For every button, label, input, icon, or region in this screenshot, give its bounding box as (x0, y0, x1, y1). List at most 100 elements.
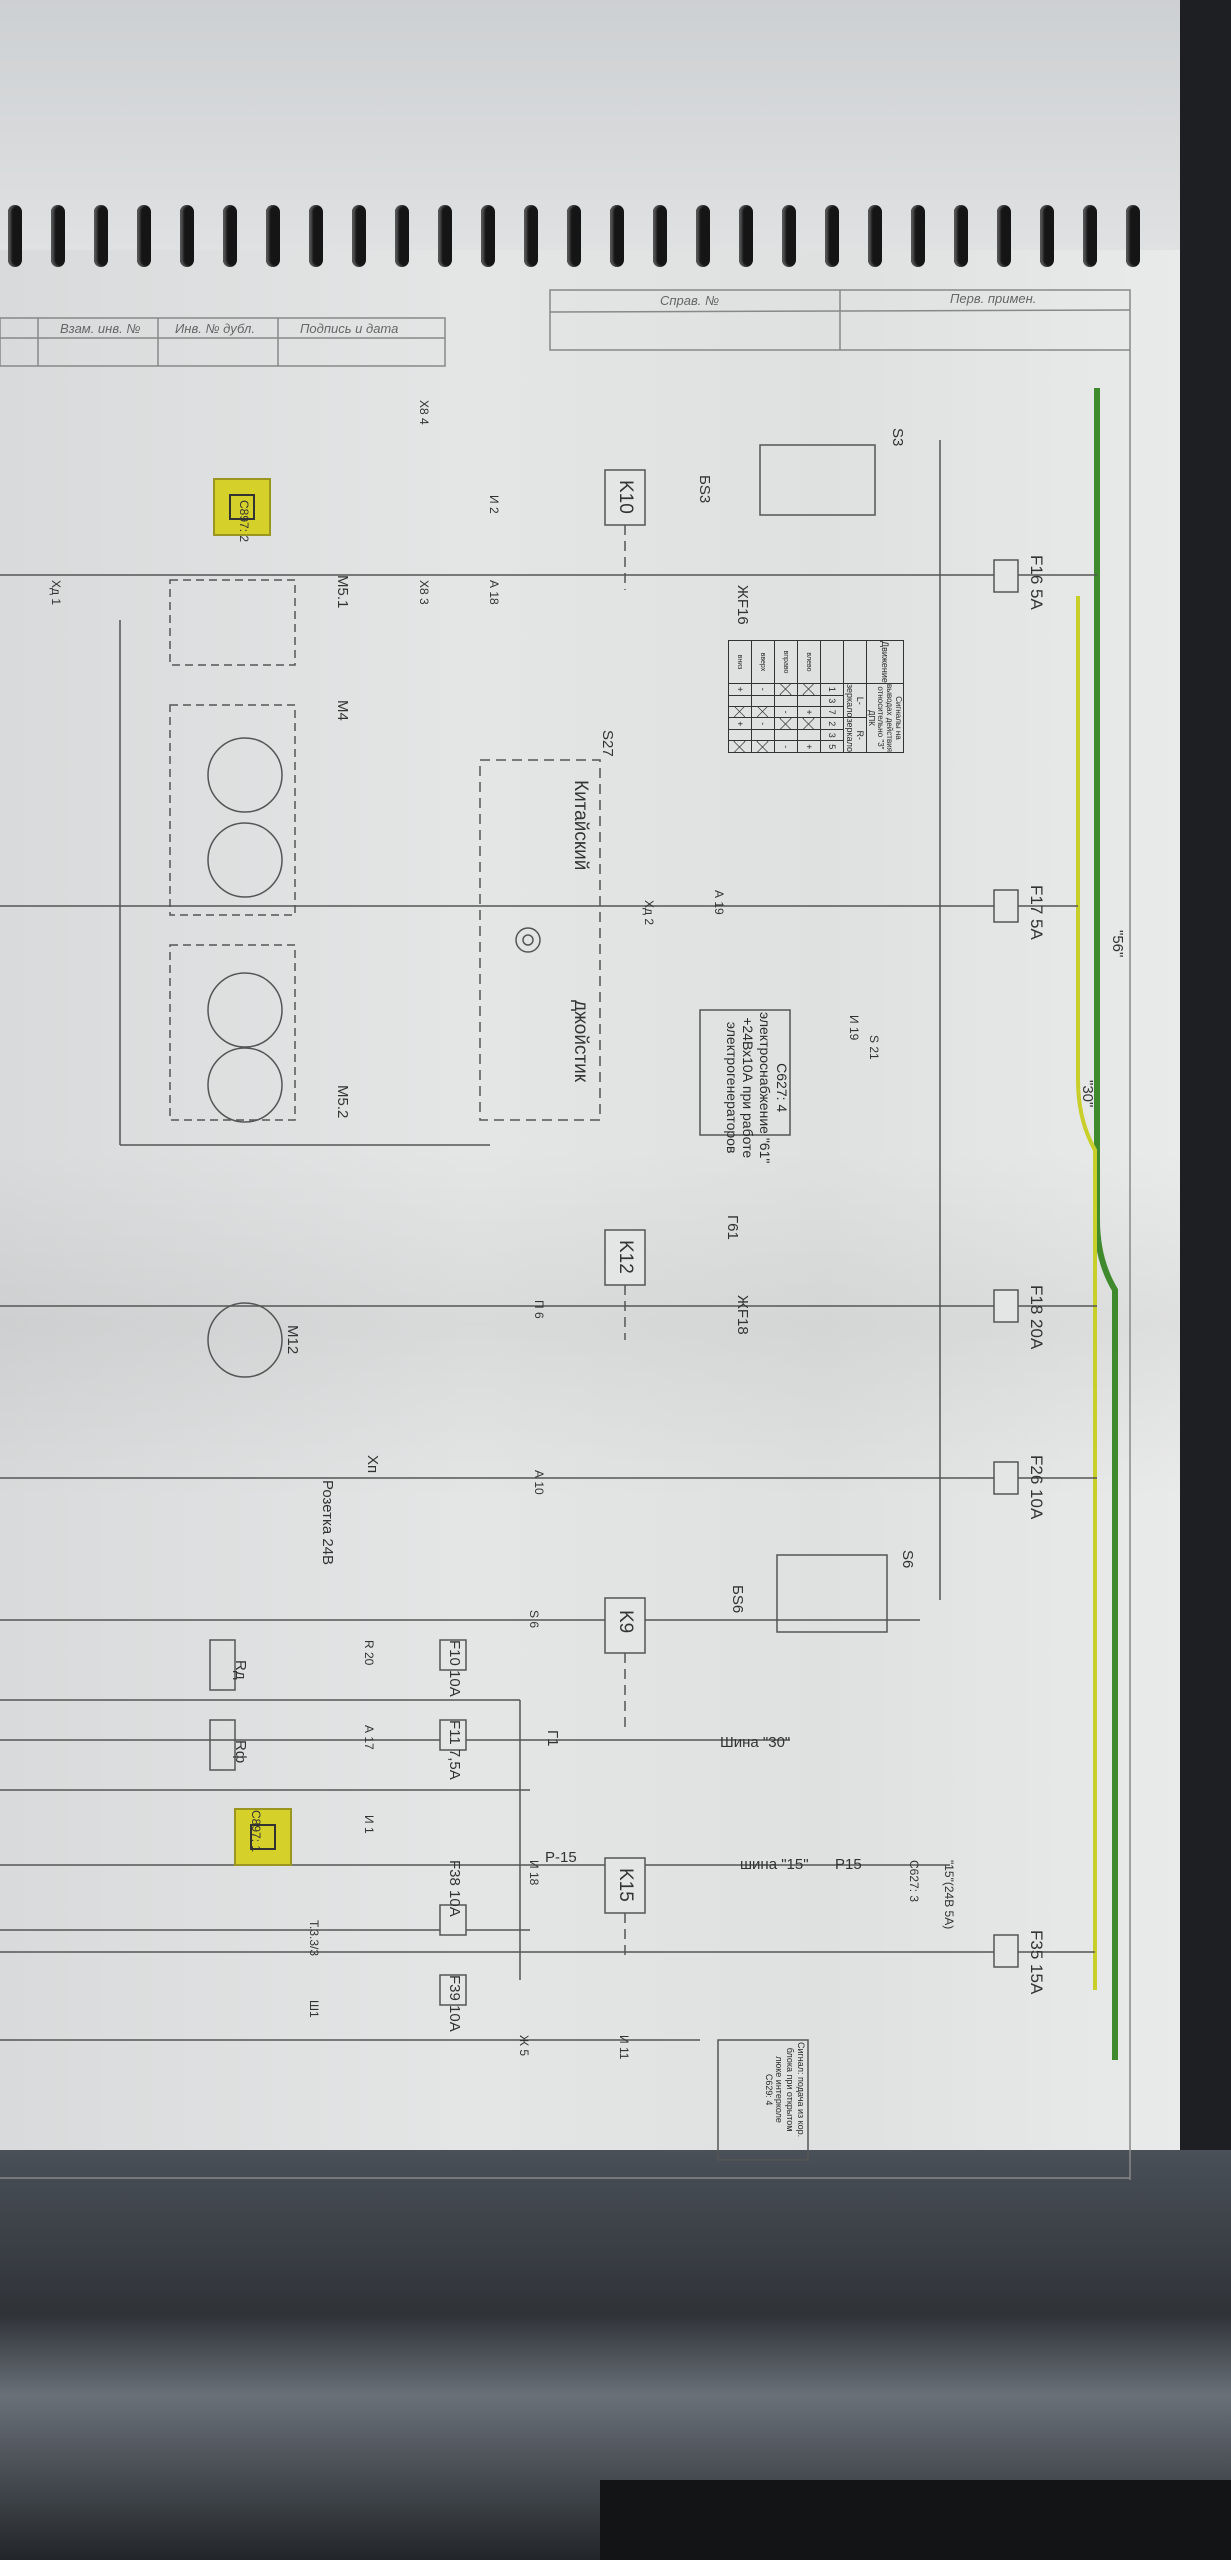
table-cell: - (751, 717, 775, 730)
binding-coil (481, 205, 495, 267)
table-cell (774, 695, 798, 707)
page-fold-shadow (0, 1150, 1180, 1500)
sheet-top-fold (0, 0, 1180, 250)
zhf18-label: ЖF18 (734, 1295, 751, 1335)
table-cell (751, 706, 775, 718)
resistor-rf: Rф (232, 1740, 249, 1764)
joystick-s27: S27 (599, 730, 616, 757)
table-cell (774, 717, 798, 730)
binding-coil (1040, 205, 1054, 267)
binding-coil (954, 205, 968, 267)
connector-label: R 20 (362, 1640, 376, 1666)
connector-label: S 21 (867, 1035, 881, 1060)
fuse-f17: F17 5A (1027, 885, 1046, 940)
binding-coil (137, 205, 151, 267)
c627-3-label: С627: 3 (907, 1860, 921, 1903)
fuse-f16: F16 5A (1027, 555, 1046, 610)
t33-label: Т.3.3/3 (307, 1920, 321, 1957)
table-number: 7 (820, 706, 844, 718)
c897-2-label: С897: 2 (237, 500, 251, 543)
table-cell (728, 740, 752, 753)
table-cell: - (751, 683, 775, 695)
table-cell: - (774, 706, 798, 718)
table-cell (797, 729, 821, 741)
binding-coil (567, 205, 581, 267)
connector-label: S 6 (527, 1610, 541, 1629)
bus-56-green-lower (1094, 1219, 1118, 2060)
background-edge (1180, 0, 1231, 2190)
binding-coil (438, 205, 452, 267)
c627-note: С627: 4 электроснабжение "61" +24Вх10А п… (723, 1012, 790, 1164)
table-cell (728, 729, 752, 741)
bus-56-label: "56" (1109, 930, 1126, 958)
fuse-f26: F26 10A (1027, 1455, 1046, 1520)
table-cell (774, 683, 798, 695)
table-row: вправо - - (774, 640, 798, 753)
floor-shadow (600, 2480, 1231, 2560)
table-head: Сигналы на выводах действия относительно… (866, 683, 904, 753)
connector-label: А 18 (487, 580, 501, 605)
table-cell: - (774, 740, 798, 753)
fuse-f38: F38 10A (446, 1860, 463, 1917)
fuse-f10: F10 10A (446, 1640, 463, 1697)
indicator-lamp-highlight (213, 478, 271, 536)
table-cell (728, 706, 752, 718)
u1-label: Ш1 (307, 2000, 321, 2018)
connector-label: П 6 (532, 1300, 546, 1319)
title-cell: Инв. № дубл. (175, 321, 255, 336)
connector-label: А 17 (362, 1725, 376, 1750)
binding-coil (395, 205, 409, 267)
connector-label: Ж 5 (517, 2035, 531, 2057)
connector-label: Х8 3 (417, 580, 431, 605)
table-cell (797, 717, 821, 730)
indicator-lamp-highlight (234, 1808, 292, 1866)
bus-30-label: "30" (1079, 1080, 1096, 1108)
relay-k9: K9 (615, 1610, 636, 1634)
binding-coil (266, 205, 280, 267)
table-row-label: вверх (751, 640, 775, 684)
connector-label: Х8 4 (417, 400, 431, 425)
binding-coil (1126, 205, 1140, 267)
joystick-label-2: джойстик (570, 1000, 591, 1083)
table-row-label: вправо (774, 640, 798, 684)
c897-1-label: С897: 1 (249, 1810, 263, 1853)
table-cell (797, 695, 821, 707)
connector-label: И 18 (527, 1860, 541, 1886)
title-cell: Справ. № (660, 293, 720, 308)
binding-coil (653, 205, 667, 267)
connector-label: Хд 2 (642, 900, 656, 926)
table-cell: + (728, 683, 752, 695)
fuse-f39: F39 10A (446, 1975, 463, 2032)
table-number: 3 (820, 695, 844, 707)
bs6-label: БS6 (729, 1585, 746, 1614)
p15-label: P15 (835, 1856, 862, 1873)
table-row-label: вниз (728, 640, 752, 684)
motor-m12: M12 (284, 1325, 301, 1355)
table-number: 1 (820, 683, 844, 695)
binding-coil (610, 205, 624, 267)
table-cell (751, 740, 775, 753)
p-15-label: P-15 (545, 1849, 577, 1866)
xp-label: Хп (364, 1455, 381, 1474)
binding-coil (352, 205, 366, 267)
bus-30-yellow (1076, 596, 1097, 1990)
shina-15-label: шина "15" (740, 1856, 809, 1873)
table-subhead: R-зеркало (843, 717, 867, 753)
table-cell (751, 729, 775, 741)
table-cell: + (728, 717, 752, 730)
table-subhead: L-зеркало (843, 683, 867, 718)
binding-coil (825, 205, 839, 267)
title-block-left (0, 317, 446, 367)
binding-coil (739, 205, 753, 267)
table-cell: + (797, 706, 821, 718)
table-number: 5 (820, 740, 844, 753)
schematic-sheet (0, 0, 1180, 2190)
switch-s3: S3 (889, 428, 906, 447)
motor-m4: M4 (334, 700, 351, 721)
binding-coil (51, 205, 65, 267)
connector-label: А 10 (532, 1470, 546, 1495)
connector-label: А 19 (712, 890, 726, 915)
relay-k10: K10 (615, 480, 636, 514)
title-cell: Подпись и дата (300, 321, 399, 336)
